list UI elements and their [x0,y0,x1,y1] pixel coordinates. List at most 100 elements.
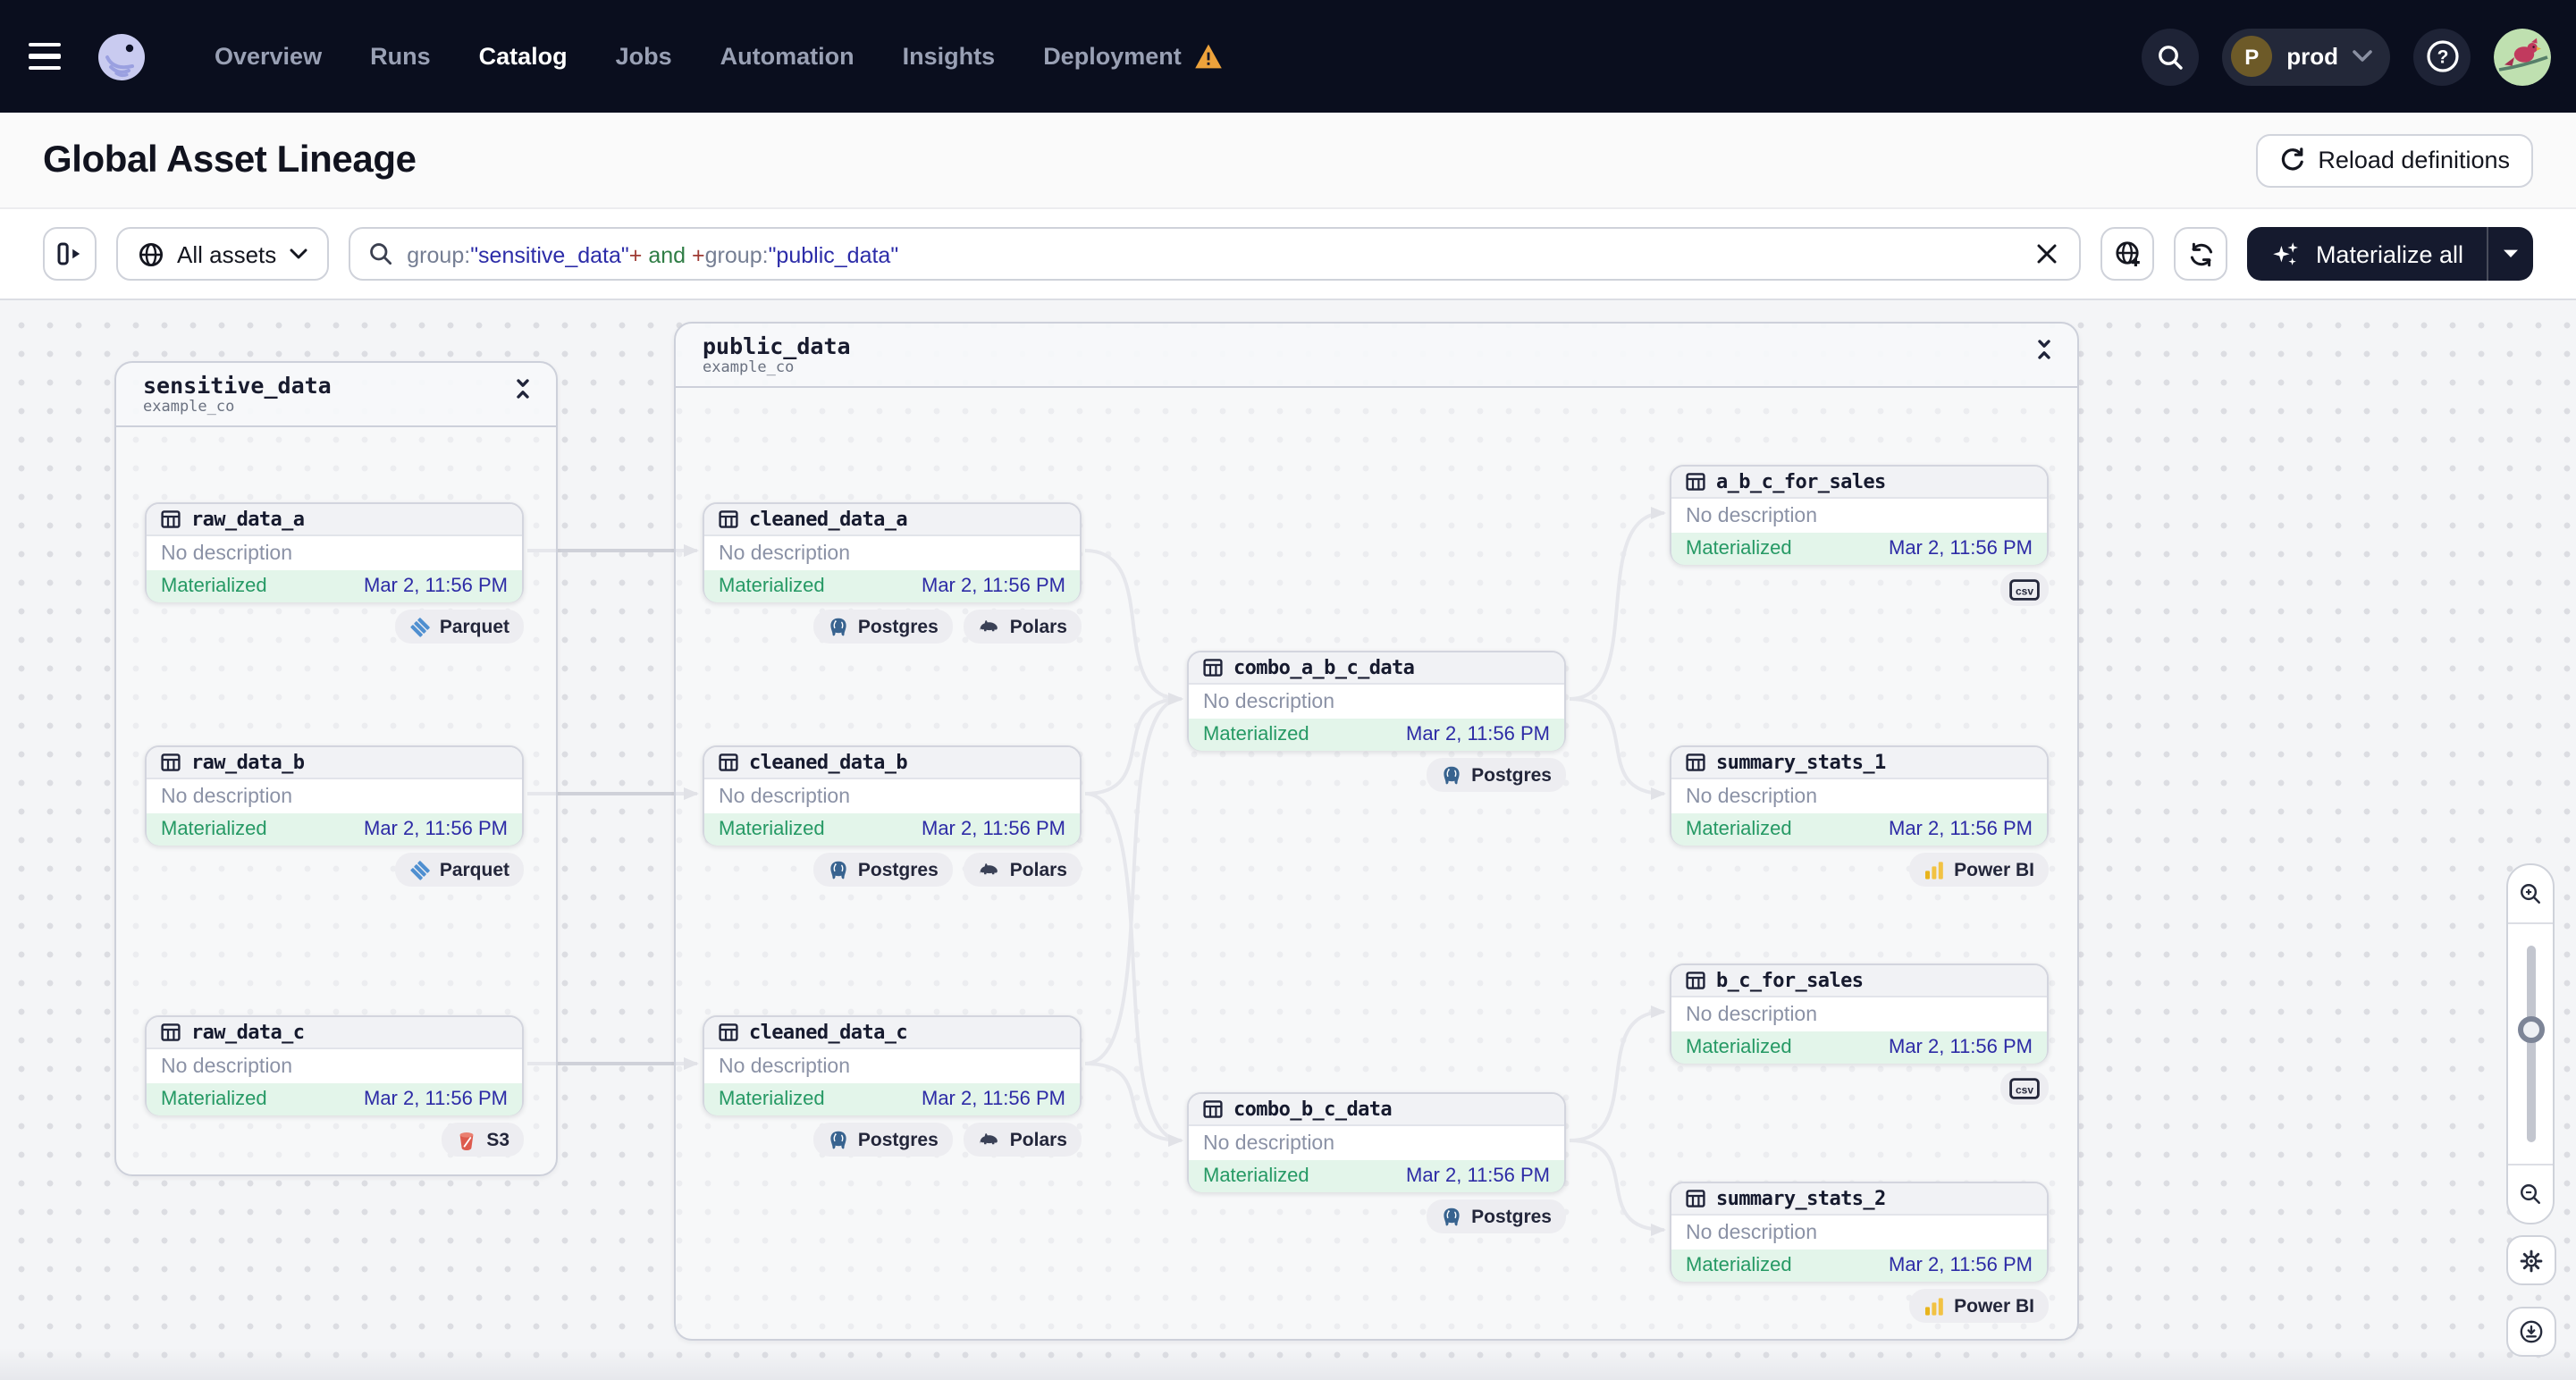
asset-status: Materialized [1686,1255,1792,1276]
kind-badge-csv[interactable]: csv [2000,572,2049,606]
asset-materialized-time: Mar 2, 11:56 PM [922,1089,1065,1110]
help-button[interactable]: ? [2413,28,2471,85]
asset-node-header: b_c_for_sales [1671,965,2047,997]
asset-description: No description [161,1056,293,1077]
group-name: sensitive_data [143,372,332,399]
table-icon [1686,473,1705,491]
nav-item-insights[interactable]: Insights [903,43,996,70]
zoom-slider-handle[interactable] [2517,1015,2544,1043]
kind-badge-parquet[interactable]: Parquet [394,853,524,887]
table-icon [161,510,181,528]
kind-badge-s3[interactable]: S3 [442,1123,524,1157]
asset-name: raw_data_a [191,508,305,531]
warning-icon [1194,44,1222,69]
clear-filter-button[interactable] [2033,240,2062,268]
nav-item-overview[interactable]: Overview [215,43,322,70]
table-icon [719,510,738,528]
nav-item-deployment[interactable]: Deployment [1043,43,1223,70]
asset-name: summary_stats_1 [1716,751,1886,774]
materialize-all-button[interactable]: Materialize all [2248,227,2487,281]
query-segment: "sensitive_data" [470,242,629,267]
kind-badge-polars[interactable]: Polars [963,610,1082,644]
kind-badge-parquet[interactable]: Parquet [394,610,524,644]
asset-description: No description [719,543,851,564]
download-icon [2520,1320,2543,1343]
asset-node-header: cleaned_data_c [704,1017,1080,1049]
kind-badge-power-bi[interactable]: Power BI [1909,853,2049,887]
top-nav-bar: Overview Runs Catalog Jobs Automation Insight… [0,0,2576,113]
asset-kind-badges: Postgres [1187,758,1566,792]
asset-materialized-time: Mar 2, 11:56 PM [1889,819,2033,840]
global-search-button[interactable] [2142,28,2200,85]
group-name: public_data [703,332,851,359]
materialize-options-button[interactable] [2487,227,2533,281]
table-icon [161,1023,181,1041]
zoom-in-button[interactable] [2508,865,2553,924]
lineage-toolbar: All assets group:"sensitive_data"+ and +… [0,209,2576,300]
top-nav-right: P prod ? [2142,28,2551,85]
asset-status: Materialized [1686,819,1792,840]
table-icon [1203,1100,1223,1118]
kind-badge-label: Postgres [1471,1206,1552,1227]
asset-status: Materialized [1203,1165,1309,1187]
asset-description: No description [719,1056,851,1077]
zoom-slider[interactable] [2508,924,2553,1164]
zoom-out-button[interactable] [2508,1164,2553,1223]
kind-badge-polars[interactable]: Polars [963,1123,1082,1157]
asset-filter-input[interactable]: group:"sensitive_data"+ and +group:"publ… [348,227,2082,281]
refresh-button[interactable] [2174,227,2228,281]
kind-badge-power-bi[interactable]: Power BI [1909,1289,2049,1323]
collapse-group-button[interactable] [2029,334,2059,370]
kind-badge-csv[interactable]: csv [2000,1071,2049,1105]
user-avatar[interactable] [2494,28,2551,85]
reload-definitions-button[interactable]: Reload definitions [2255,133,2533,187]
polars-icon [980,863,998,875]
asset-kind-badges: S3 [145,1123,524,1157]
asset-materialized-time: Mar 2, 11:56 PM [364,819,508,840]
graph-settings-button[interactable] [2506,1235,2556,1285]
nav-item-jobs[interactable]: Jobs [616,43,672,70]
environment-switcher[interactable]: P prod [2222,28,2390,85]
asset-description: No description [1203,1132,1335,1154]
nav-item-label: Runs [370,43,431,70]
primary-nav: Overview Runs Catalog Jobs Automation Insight… [215,43,1223,70]
menu-icon[interactable] [21,31,72,81]
asset-materialized-time: Mar 2, 11:56 PM [922,576,1065,597]
download-button[interactable] [2506,1307,2556,1357]
expand-panel-button[interactable] [43,227,97,281]
view-graph-settings-button[interactable] [2100,227,2155,281]
nav-item-automation[interactable]: Automation [720,43,854,70]
kind-badge-postgres[interactable]: Postgres [812,853,953,887]
nav-item-catalog[interactable]: Catalog [479,43,568,70]
collapse-group-icon [517,379,529,399]
kind-badge-postgres[interactable]: Postgres [812,610,953,644]
svg-text:csv: csv [2016,1082,2033,1095]
asset-scope-selector[interactable]: All assets [116,227,329,281]
collapse-group-button[interactable] [508,374,538,409]
postgres-icon [1444,765,1460,784]
asset-materialized-time: Mar 2, 11:56 PM [922,819,1065,840]
nav-item-runs[interactable]: Runs [370,43,431,70]
asset-node-header: raw_data_c [147,1017,522,1049]
kind-badge-postgres[interactable]: Postgres [812,1123,953,1157]
kind-badge-postgres[interactable]: Postgres [1427,1199,1566,1233]
kind-badge-postgres[interactable]: Postgres [1427,758,1566,792]
environment-avatar: P [2231,36,2273,77]
kind-badge-polars[interactable]: Polars [963,853,1082,887]
